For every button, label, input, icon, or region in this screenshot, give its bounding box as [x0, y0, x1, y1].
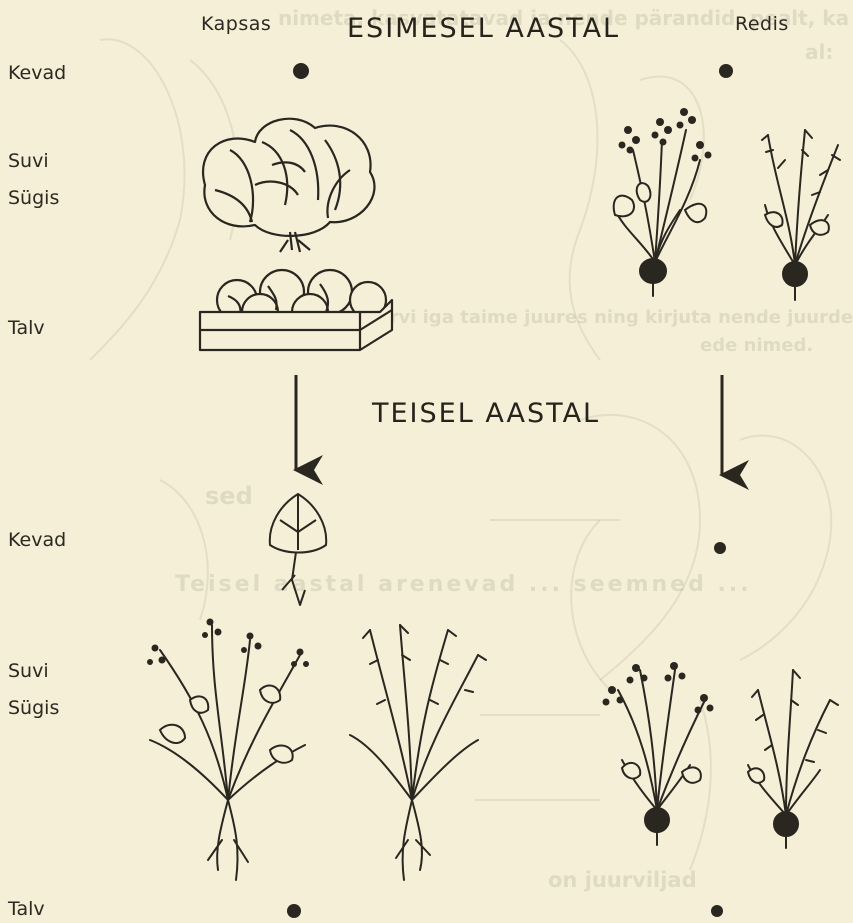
radish-seedpods-year1-drawing — [762, 130, 840, 300]
radish-seedpods-year2-drawing — [748, 670, 838, 848]
seed-cabbage-winter — [287, 904, 301, 918]
cabbage-seedpods-year2-drawing — [350, 625, 486, 880]
seed-radish-second-spring — [714, 542, 726, 554]
cabbage-stump-drawing — [270, 494, 326, 605]
seed-radish-spring — [719, 64, 733, 78]
cabbage-head-drawing — [203, 119, 374, 252]
cabbage-storage-crate-drawing — [200, 270, 392, 350]
radish-flowering-year2-drawing — [603, 662, 714, 845]
seed-radish-winter — [711, 905, 723, 917]
radish-flowering-year1-drawing — [614, 108, 712, 296]
seed-cabbage-spring — [293, 63, 309, 79]
cabbage-flowering-year2-drawing — [147, 619, 309, 881]
